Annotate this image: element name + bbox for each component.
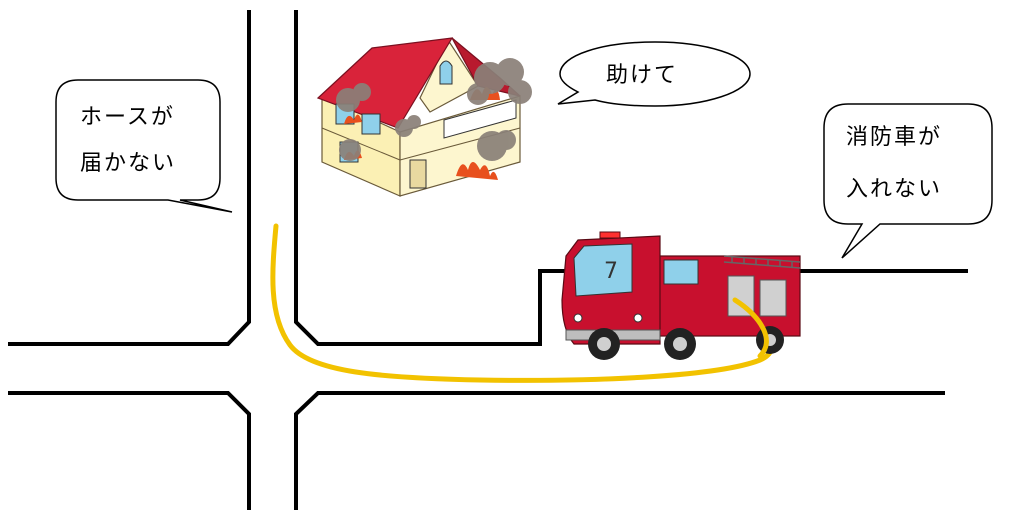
bubble-hose-shape (55, 79, 233, 213)
truck-siren (599, 231, 621, 239)
house-attic-window (439, 60, 453, 85)
fire-truck-icon: 7 (561, 231, 801, 360)
house-floor-line (321, 127, 401, 161)
road-edge-top-right (294, 10, 565, 346)
road-lines (8, 10, 968, 510)
bubble-help-text: 助けて (606, 63, 678, 88)
road-edge-top-left (8, 10, 251, 346)
bubble-help-shape (557, 41, 751, 107)
truck-windshield (573, 243, 633, 297)
truck-number: 7 (604, 259, 618, 284)
hose (270, 223, 775, 383)
smoke-icon (336, 58, 532, 161)
bubble-truck-line1: 消防車が (846, 125, 942, 150)
bubble-help: 助けて (557, 41, 751, 107)
road-edge-bottom-left (8, 391, 251, 510)
truck-panel (759, 279, 787, 317)
house-balcony (443, 99, 517, 139)
bubble-hose-line1: ホースが (80, 105, 175, 130)
bubble-hose: ホースが 届かない (55, 79, 233, 213)
house-door (409, 159, 427, 189)
truck-side-window (663, 259, 699, 285)
burning-house-icon (316, 37, 532, 197)
road-edge-bottom-right (294, 391, 945, 510)
bubble-truck: 消防車が 入れない (823, 103, 993, 259)
bubble-truck-shape (823, 103, 993, 259)
hose-segment-on-truck (732, 297, 769, 359)
truck-ladder (723, 255, 801, 269)
bubble-hose-line2: 届かない (80, 151, 176, 176)
truck-headlight (633, 313, 643, 323)
house-window (361, 113, 381, 135)
truck-headlight (573, 313, 583, 323)
bubble-truck-line2: 入れない (846, 177, 942, 202)
